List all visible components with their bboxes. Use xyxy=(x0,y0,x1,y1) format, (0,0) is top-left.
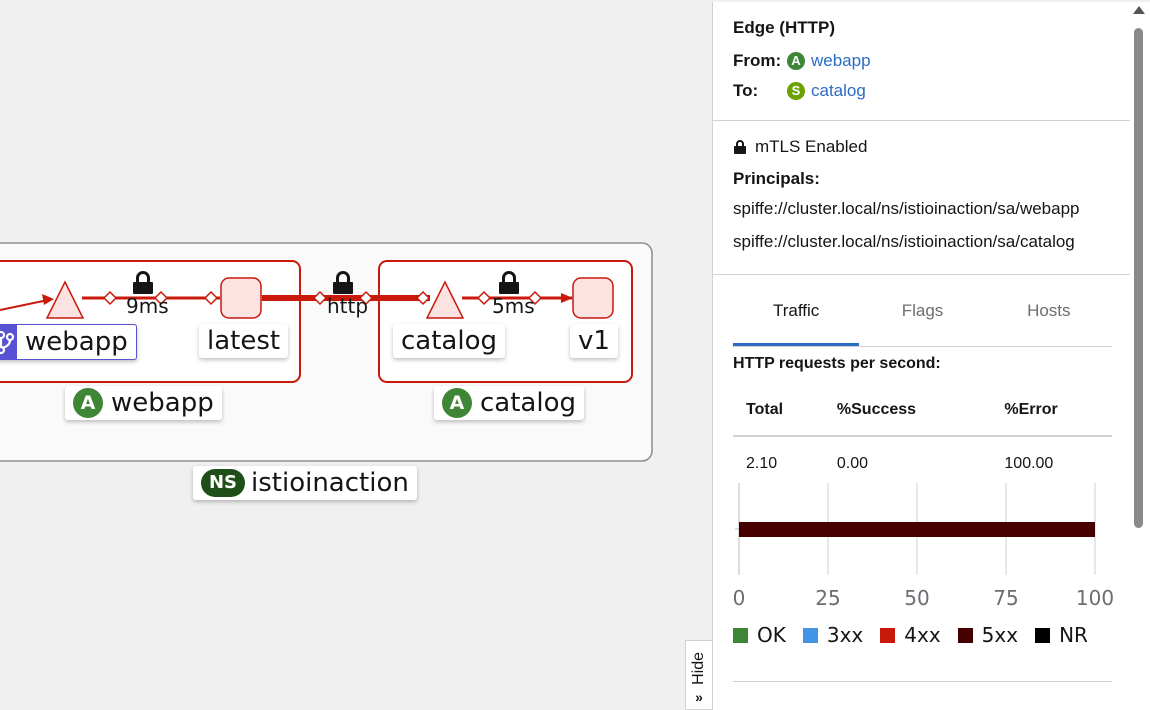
divider xyxy=(733,681,1112,682)
node-label-text: webapp xyxy=(25,327,128,357)
hide-label: Hide xyxy=(690,652,707,685)
legend-swatch xyxy=(1035,627,1051,643)
app-label-webapp[interactable]: A webapp xyxy=(65,386,222,420)
principal-item: spiffe://cluster.local/ns/istioinaction/… xyxy=(733,232,1075,251)
to-link[interactable]: catalog xyxy=(811,81,866,100)
legend-item-5xx[interactable]: 5xx xyxy=(957,623,1019,647)
edge-incoming[interactable] xyxy=(0,299,49,311)
legend-item-ok[interactable]: OK xyxy=(733,623,786,647)
from-row: From: A webapp xyxy=(733,51,1112,71)
legend-label: 5xx xyxy=(981,623,1019,647)
column-header-success: %Success xyxy=(823,401,992,437)
tab-hosts[interactable]: Hosts xyxy=(1027,301,1071,320)
panel-title: Edge (HTTP) xyxy=(733,18,835,37)
legend-label: OK xyxy=(757,623,786,647)
cell-total: 2.10 xyxy=(746,455,778,472)
double-chevron-right-icon: » xyxy=(695,689,703,705)
app-badge-icon: A xyxy=(787,52,805,70)
traffic-table: Total %Success %Error 2.10 0.00 100.00 xyxy=(733,401,1112,473)
table-row: 2.10 0.00 100.00 xyxy=(733,436,1112,473)
legend-item-4xx[interactable]: 4xx xyxy=(880,623,941,647)
from-link[interactable]: webapp xyxy=(811,51,871,70)
traffic-section: Traffic Flags Hosts HTTP requests per se… xyxy=(713,275,1132,682)
edge-catalog-v1-arrow xyxy=(561,293,573,303)
legend-label: 4xx xyxy=(904,623,941,647)
legend-label: 3xx xyxy=(826,623,864,647)
node-label-text: istioinaction xyxy=(251,468,409,498)
traffic-chart: 0 25 50 75 100 xyxy=(733,483,1114,653)
legend-swatch xyxy=(880,627,896,643)
security-section: mTLS Enabled Principals: spiffe://cluste… xyxy=(713,121,1132,275)
chart-legend: OK 3xx 4xx 5xx NR xyxy=(733,623,1112,647)
edge-latency-label: 9ms xyxy=(126,294,169,318)
tab-flags[interactable]: Flags xyxy=(901,301,944,320)
workload-label-latest[interactable]: latest xyxy=(199,324,289,358)
tab-bar: Traffic Flags Hosts xyxy=(733,295,1112,347)
app-badge-icon: A xyxy=(442,388,472,418)
chart-bar-5xx xyxy=(739,522,1095,537)
scrollbar-thumb[interactable] xyxy=(1134,28,1143,528)
panel-scrollbar[interactable] xyxy=(1130,2,1150,710)
app-badge-icon: A xyxy=(73,388,103,418)
lock-icon xyxy=(133,271,153,294)
hide-panel-button[interactable]: Hide » xyxy=(685,640,712,710)
edge-incoming-arrow xyxy=(42,294,54,305)
workload-label-v1[interactable]: v1 xyxy=(570,324,618,358)
legend-swatch xyxy=(957,627,973,643)
legend-item-nr[interactable]: NR xyxy=(1035,623,1088,647)
traffic-chart-svg: 0 25 50 75 100 xyxy=(733,483,1114,610)
lock-icon xyxy=(499,271,519,294)
principal-item: spiffe://cluster.local/ns/istioinaction/… xyxy=(733,199,1080,218)
service-node-webapp[interactable] xyxy=(45,280,85,319)
namespace-badge-icon: NS xyxy=(201,469,245,497)
chart-tick-label: 0 xyxy=(733,586,745,610)
edge-protocol-label: http xyxy=(327,294,369,318)
lock-icon xyxy=(333,271,353,294)
chart-tick-label: 25 xyxy=(815,586,840,610)
chart-tick-label: 100 xyxy=(1076,586,1113,610)
mtls-status: mTLS Enabled xyxy=(733,137,1112,157)
namespace-label[interactable]: NS istioinaction xyxy=(193,466,417,500)
cell-error: 100.00 xyxy=(1004,455,1054,472)
chart-tick-label: 50 xyxy=(904,586,929,610)
workload-node-v1[interactable] xyxy=(572,277,614,319)
lock-icon xyxy=(734,140,746,154)
edge-diamonds xyxy=(102,290,543,306)
legend-item-3xx[interactable]: 3xx xyxy=(802,623,864,647)
tab-traffic[interactable]: Traffic xyxy=(733,295,860,346)
workload-node-latest[interactable] xyxy=(220,277,262,319)
graph-canvas[interactable]: 9ms http 5ms webapp latest catalog v1 A … xyxy=(0,0,712,710)
branch-icon xyxy=(0,325,17,359)
node-label-text: webapp xyxy=(111,388,214,418)
to-row: To: S catalog xyxy=(733,81,1112,101)
chart-tick-label: 75 xyxy=(993,586,1018,610)
edge-summary: Edge (HTTP) From: A webapp To: S catalog xyxy=(713,2,1132,121)
principals-label: Principals: xyxy=(733,169,820,188)
scroll-up-icon[interactable] xyxy=(1133,6,1145,14)
cell-success: 0.00 xyxy=(836,455,869,472)
requests-title: HTTP requests per second: xyxy=(733,355,941,372)
node-label-text: catalog xyxy=(480,388,576,418)
service-label-catalog[interactable]: catalog xyxy=(393,324,505,358)
service-badge-icon: S xyxy=(787,82,805,100)
mtls-text: mTLS Enabled xyxy=(755,137,868,156)
app-label-catalog[interactable]: A catalog xyxy=(434,386,584,420)
column-header-total: Total xyxy=(733,401,824,437)
column-header-error: %Error xyxy=(991,401,1112,437)
service-node-catalog[interactable] xyxy=(425,280,465,319)
side-panel: Edge (HTTP) From: A webapp To: S catalog… xyxy=(712,2,1150,710)
legend-swatch xyxy=(802,627,818,643)
legend-swatch xyxy=(733,627,748,643)
virtual-service-label-webapp[interactable]: webapp xyxy=(0,324,137,360)
to-label: To: xyxy=(733,81,759,100)
edge-latency-label: 5ms xyxy=(492,294,535,318)
legend-label: NR xyxy=(1059,623,1088,647)
from-label: From: xyxy=(733,51,782,70)
